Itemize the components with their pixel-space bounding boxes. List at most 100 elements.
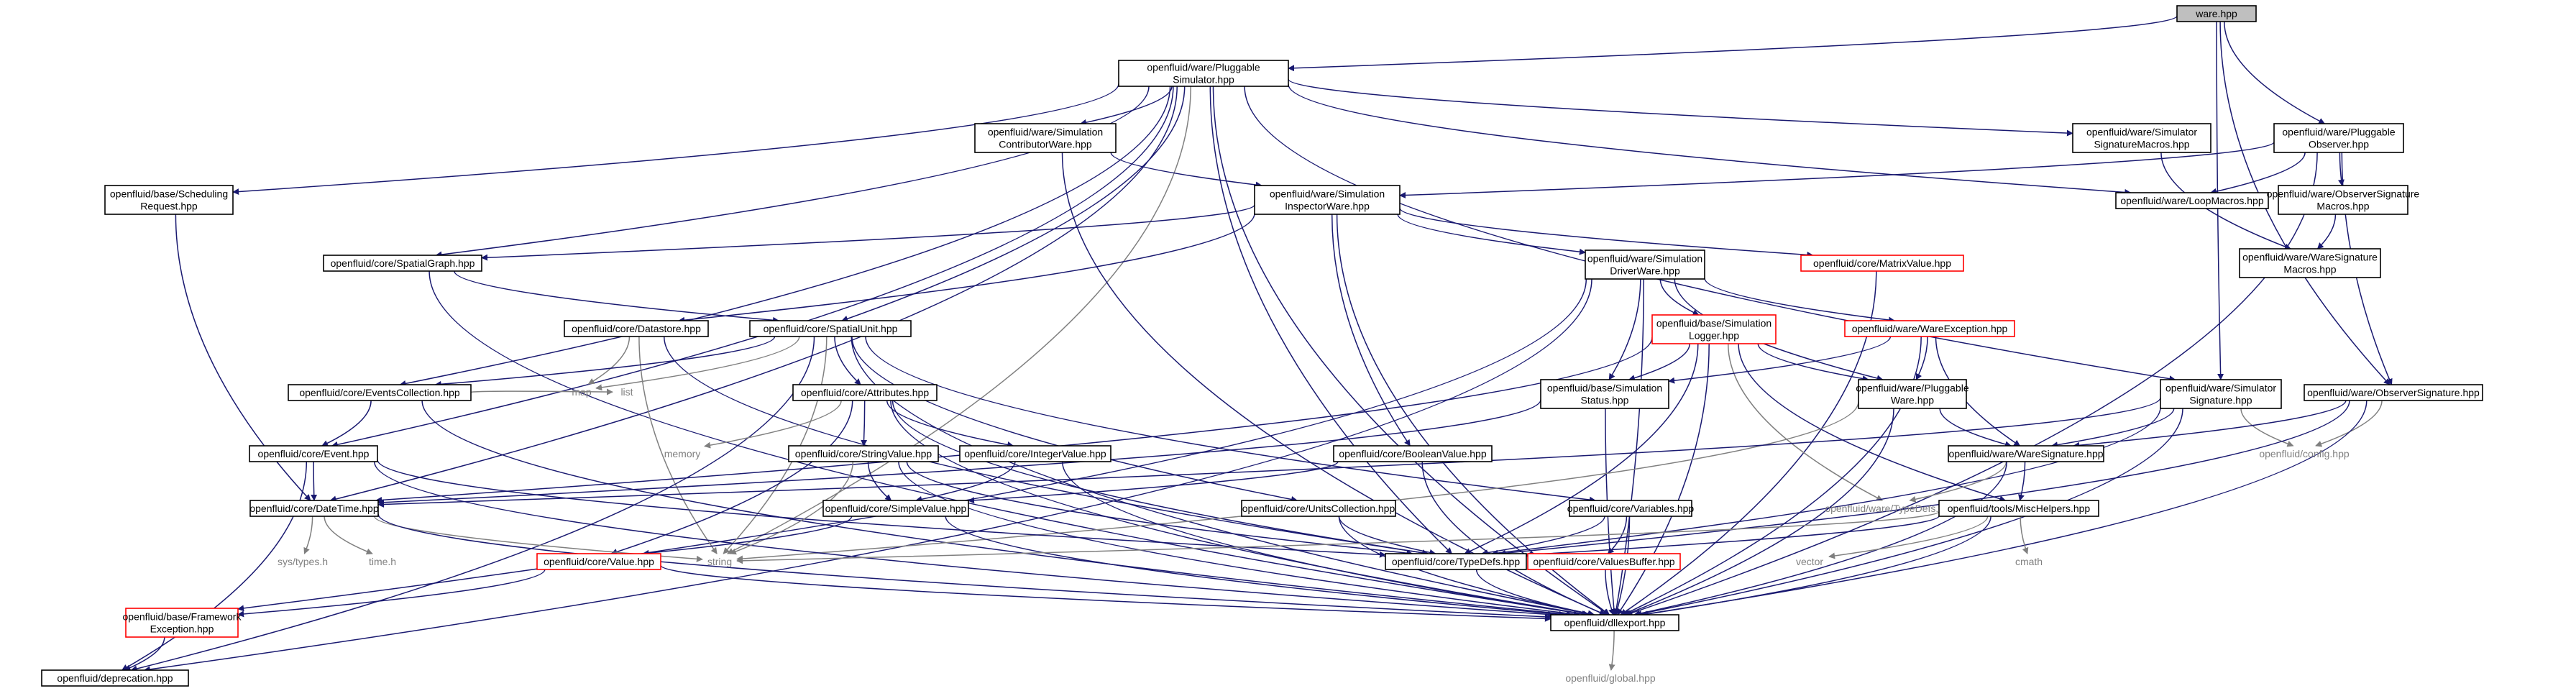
graph-node-n34[interactable]: openfluid/core/UnitsCollection.hpp: [1241, 500, 1396, 517]
node-label: Macros.hpp: [2283, 264, 2336, 275]
graph-node-n09[interactable]: openfluid/core/SpatialGraph.hpp: [323, 255, 482, 272]
graph-node-n30[interactable]: openfluid/ware/WareSignature.hpp: [1948, 445, 2104, 462]
edge-n02-to-n08: [2338, 152, 2344, 186]
node-label: ware.hpp: [2195, 8, 2237, 19]
graph-node-n48[interactable]: openfluid/deprecation.hpp: [41, 669, 189, 687]
node-label: openfluid/core/Event.hpp: [258, 448, 370, 459]
edge-n14-to-n18: [595, 336, 800, 391]
graph-node-n23[interactable]: openfluid/ware/ObserverSignature.hpp: [2304, 384, 2483, 401]
graph-node-n00[interactable]: ware.hpp: [2176, 5, 2257, 22]
graph-node-n19[interactable]: openfluid/core/Attributes.hpp: [792, 384, 938, 401]
edge-n17-to-n47: [421, 400, 1573, 618]
graph-node-n13[interactable]: openfluid/core/Datastore.hpp: [564, 320, 709, 337]
edge-n06-to-n29: [1331, 214, 1411, 447]
edge-n06-to-n09: [481, 204, 1255, 261]
graph-node-n41[interactable]: openfluid/core/Value.hpp: [536, 553, 661, 570]
node-label: openfluid/ware/Simulation: [1270, 188, 1385, 200]
edge-n42-to-n47: [1475, 569, 1595, 617]
graph-node-n17[interactable]: openfluid/core/EventsCollection.hpp: [288, 384, 472, 401]
edge-n26-to-n42: [377, 459, 1386, 558]
node-label: cmath: [2015, 556, 2043, 567]
node-label: openfluid/ware/WareSignature: [2242, 252, 2378, 263]
edge-n10-to-n20: [1608, 278, 1641, 380]
node-box: [2278, 185, 2408, 215]
edge-n19-to-n27: [861, 400, 868, 447]
edge-n46-to-n48: [124, 636, 165, 671]
graph-node-n35[interactable]: openfluid/core/Variables.hpp: [1567, 500, 1695, 517]
graph-node-n06[interactable]: openfluid/ware/SimulationInspectorWare.h…: [1254, 185, 1401, 215]
graph-node-n27[interactable]: openfluid/core/StringValue.hpp: [788, 445, 939, 462]
graph-node-n16[interactable]: openfluid/ware/WareException.hpp: [1844, 320, 2015, 337]
edge-n20-to-n32: [377, 399, 1541, 506]
edge-n16-to-n21: [1915, 336, 1928, 380]
edge-n14-to-n19: [834, 336, 861, 385]
graph-node-n11[interactable]: openfluid/core/MatrixValue.hpp: [1800, 255, 1964, 272]
node-label: Signature.hpp: [2189, 395, 2252, 406]
edge-n10-to-n15: [1659, 278, 1700, 316]
edge-n15-to-n36: [1727, 343, 1883, 501]
edge-n00-to-n02: [2224, 21, 2326, 124]
node-label: list: [620, 386, 633, 398]
graph-node-n04[interactable]: openfluid/ware/SimulatorSignatureMacros.…: [2072, 123, 2211, 153]
graph-node-n08[interactable]: openfluid/ware/ObserverSignatureMacros.h…: [2267, 185, 2420, 215]
edge-n15-to-n32: [375, 337, 1653, 503]
node-box: [2115, 192, 2269, 209]
graph-node-n14[interactable]: openfluid/core/SpatialUnit.hpp: [749, 320, 912, 337]
edge-n01-to-n07: [1288, 84, 2132, 196]
edge-n01-to-n09: [435, 86, 1150, 258]
edge-n37-to-n44: [1828, 516, 1989, 559]
graph-node-n42[interactable]: openfluid/core/TypeDefs.hpp: [1385, 553, 1527, 570]
graph-node-n32[interactable]: openfluid/core/DateTime.hpp: [249, 500, 379, 517]
node-label: Simulator.hpp: [1173, 74, 1234, 86]
node-label: map: [572, 386, 591, 398]
graph-node-n07[interactable]: openfluid/ware/LoopMacros.hpp: [2115, 192, 2269, 209]
graph-node-n43[interactable]: openfluid/core/ValuesBuffer.hpp: [1527, 553, 1681, 570]
node-label: openfluid/ware/Simulation: [1587, 253, 1702, 265]
node-label: openfluid/core/UnitsCollection.hpp: [1242, 503, 1395, 514]
graph-node-n47[interactable]: openfluid/dllexport.hpp: [1550, 614, 1679, 631]
node-box: [536, 553, 661, 570]
edge-n17-to-n24: [470, 388, 613, 395]
edge-n19-to-n41: [610, 400, 853, 555]
node-box: [1550, 614, 1679, 631]
graph-node-n40: string: [707, 556, 732, 567]
graph-node-n33[interactable]: openfluid/core/SimpleValue.hpp: [822, 500, 969, 517]
graph-node-n28[interactable]: openfluid/core/IntegerValue.hpp: [959, 445, 1111, 462]
edge-n15-to-n42: [1464, 343, 1699, 554]
node-box: [1858, 379, 1967, 409]
edge-n09-to-n47: [428, 270, 1589, 618]
node-label: vector: [1796, 556, 1823, 567]
graph-node-n03[interactable]: openfluid/ware/SimulationContributorWare…: [974, 123, 1117, 153]
node-box: [2239, 248, 2381, 278]
node-label: InspectorWare.hpp: [1285, 201, 1370, 212]
edge-n03-to-n47: [1061, 152, 1606, 616]
node-label: openfluid/ware/Pluggable: [1856, 383, 1968, 394]
edge-n01-to-n04: [1288, 78, 2073, 137]
node-label: Exception.hpp: [150, 623, 214, 635]
graph-node-n37[interactable]: openfluid/tools/MiscHelpers.hpp: [1938, 500, 2099, 517]
graph-node-n18: map: [572, 386, 591, 398]
graph-node-n26[interactable]: openfluid/core/Event.hpp: [249, 445, 378, 462]
node-box: [1800, 255, 1964, 272]
node-box: [2304, 384, 2483, 401]
graph-node-n29[interactable]: openfluid/core/BooleanValue.hpp: [1333, 445, 1493, 462]
edge-n26-to-n32: [311, 461, 318, 501]
edge-n41-to-n46: [237, 569, 546, 618]
edge-n27-to-n47: [898, 461, 1580, 618]
edge-n14-to-n40: [723, 336, 828, 554]
edge-n06-to-n13: [678, 213, 1255, 324]
node-box: [1569, 500, 1692, 517]
node-label: Ware.hpp: [1891, 395, 1934, 406]
node-label: memory: [664, 448, 701, 459]
edge-n16-to-n47: [1622, 336, 1922, 616]
